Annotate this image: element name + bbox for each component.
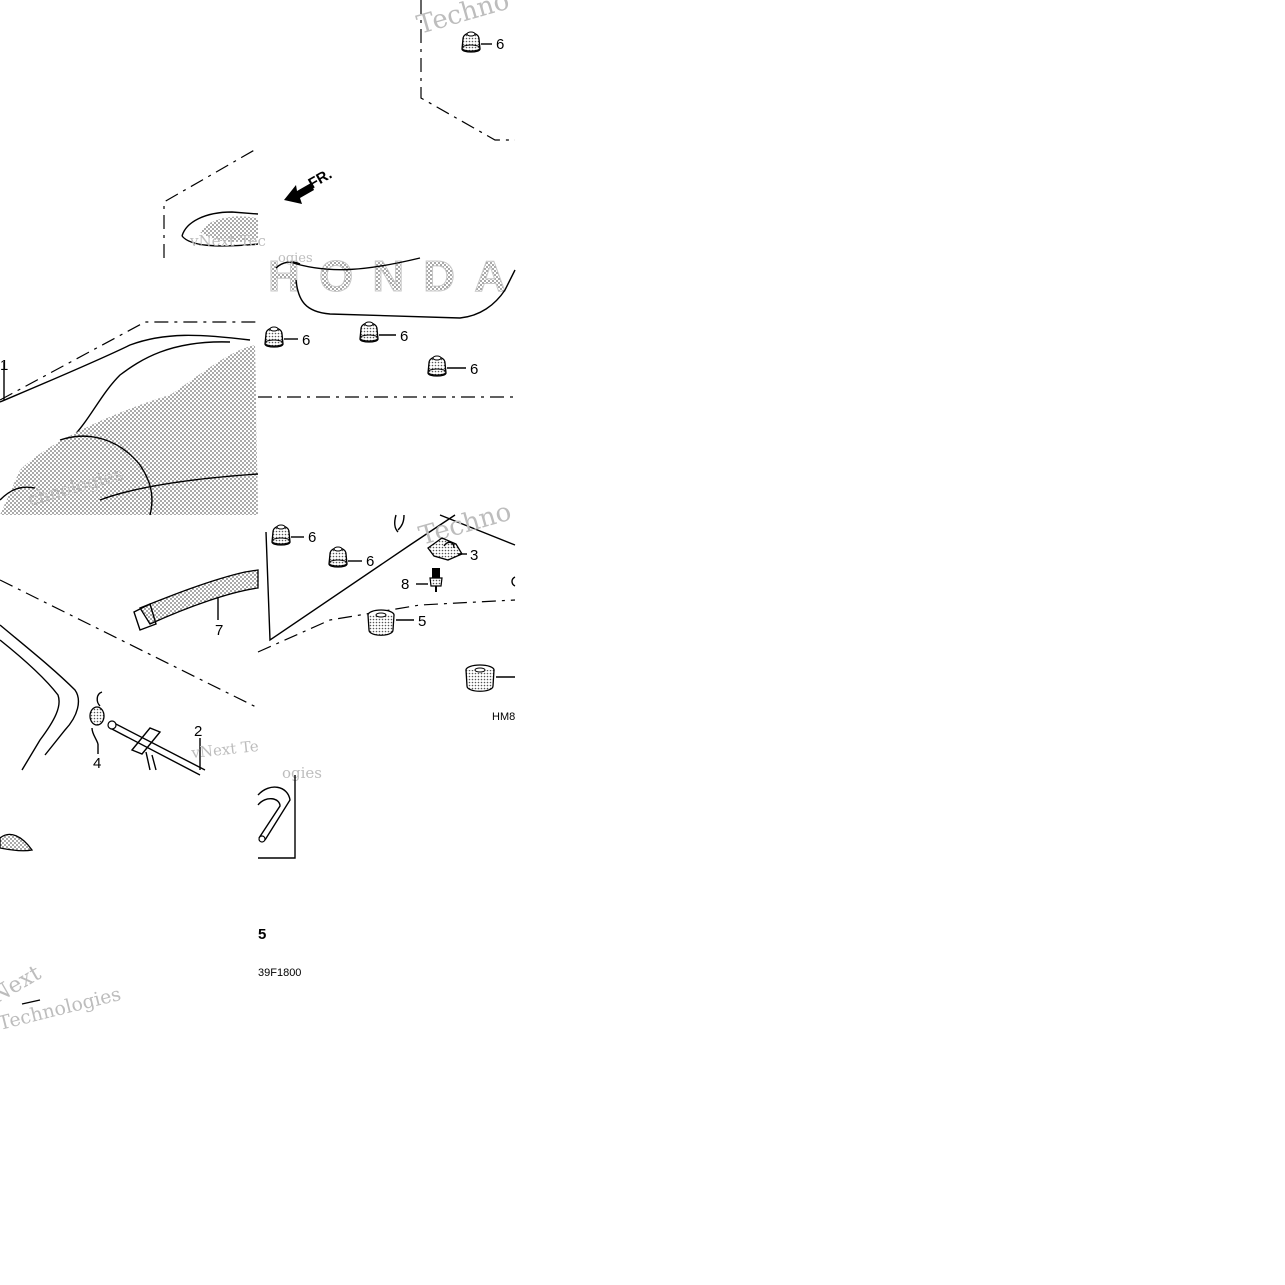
spring-icon bbox=[89, 691, 105, 745]
seat-corner-piece bbox=[0, 833, 34, 852]
bolt bbox=[429, 568, 443, 592]
tile-top: 6 Techno FR. vNext Tec bbox=[163, 0, 515, 258]
grab-strap bbox=[139, 569, 259, 625]
callout-3: 3 bbox=[470, 547, 478, 564]
callout-2: 2 bbox=[194, 723, 202, 740]
nut-c bbox=[427, 355, 447, 377]
bracket-clip bbox=[427, 537, 463, 561]
callout-4: 4 bbox=[93, 755, 101, 772]
callout-6-top: 6 bbox=[496, 36, 504, 53]
watermark-mid-right: ogies bbox=[278, 251, 313, 266]
grommet-b bbox=[465, 664, 495, 692]
outline-top-right bbox=[420, 0, 515, 141]
callout-6-c: 6 bbox=[470, 361, 478, 378]
grommet-a bbox=[367, 609, 395, 636]
nut-top bbox=[461, 31, 481, 53]
diagram-code-a: HM8 bbox=[492, 711, 515, 723]
seat-wing-logo-icon bbox=[0, 345, 258, 515]
nut-d bbox=[271, 524, 291, 546]
watermark-techno-top: Techno bbox=[414, 0, 513, 41]
callout-6-b: 6 bbox=[400, 328, 408, 345]
tile-parts-lower-left: 7 4 2 vNext Te bbox=[0, 569, 260, 776]
nut-b bbox=[359, 321, 379, 343]
front-arrow-icon: FR. bbox=[284, 166, 335, 204]
tile-bottom: ogies 5 39F1800 Next Technologies bbox=[0, 764, 322, 1035]
callout-7: 7 bbox=[215, 622, 223, 639]
callout-6-a: 6 bbox=[302, 332, 310, 349]
callout-1: 1 bbox=[0, 357, 8, 374]
watermark-bottom-a: ogies bbox=[282, 764, 322, 782]
watermark-vnext-top: vNext Tec bbox=[189, 232, 266, 250]
callout-6-d: 6 bbox=[308, 529, 316, 546]
seat-lock-rod bbox=[107, 720, 206, 776]
nut-a bbox=[264, 326, 284, 348]
watermark-techno-mid: Techno bbox=[416, 497, 515, 552]
callout-5-a: 5 bbox=[418, 613, 426, 630]
tile-rear-seat: HONDA ogies 6 6 6 bbox=[258, 251, 516, 398]
tile-parts-lower-right: Techno 6 6 3 8 5 bbox=[257, 497, 516, 723]
callout-8: 8 bbox=[401, 576, 409, 593]
callout-5-b: 5 bbox=[258, 926, 266, 943]
nut-e bbox=[328, 546, 348, 568]
tile-seat: 1 chnologies bbox=[0, 321, 259, 516]
diagram-code-b: 39F1800 bbox=[258, 967, 301, 979]
callout-6-e: 6 bbox=[366, 553, 374, 570]
